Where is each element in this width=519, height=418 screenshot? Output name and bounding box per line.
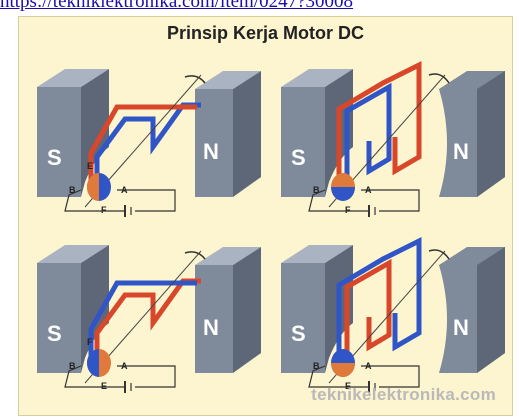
panel-1-illustration: S N E F B A	[37, 69, 261, 217]
coil-red	[336, 60, 422, 181]
rotation-arrow	[428, 249, 450, 260]
commutator-blue	[331, 187, 355, 201]
commutator-blue	[87, 349, 99, 377]
segment-top-label: F	[87, 337, 93, 347]
circuit-left	[64, 365, 125, 388]
panel-4-illustration: S N E B A	[281, 236, 505, 393]
brush-left-label: B	[69, 185, 76, 195]
magnet-n-top	[195, 71, 261, 89]
magnet-s-front	[281, 87, 325, 197]
motor-diagram: Prinsip Kerja Motor DC S N E F B A	[18, 16, 513, 416]
circuit-left	[308, 365, 369, 388]
panel-4: S N E B A	[269, 223, 509, 393]
magnet-n-side	[477, 71, 505, 197]
pole-n-label: N	[203, 139, 219, 164]
magnet-s-face	[81, 69, 109, 197]
panel-2-illustration: S N F B A	[281, 60, 505, 217]
pole-s-label: S	[291, 321, 306, 346]
circuit-left	[308, 189, 369, 212]
circuit-right	[361, 365, 420, 388]
magnet-s-top	[37, 245, 109, 263]
commutator-orange	[331, 363, 355, 377]
rotation-arrow	[184, 251, 206, 260]
magnet-s-front	[37, 263, 81, 373]
circuit-left	[64, 189, 125, 212]
rotation-arrow	[428, 73, 450, 84]
magnet-s-front	[37, 87, 81, 197]
magnet-s-face	[81, 245, 109, 373]
coil-blue	[344, 82, 392, 179]
brush-left-label: B	[313, 185, 320, 195]
pole-s-label: S	[47, 321, 62, 346]
pole-n-label: N	[453, 139, 469, 164]
watermark: teknikelektronika.com	[311, 385, 496, 404]
magnet-n-front	[195, 265, 233, 373]
magnet-s-top	[281, 69, 353, 87]
brush-left-label: B	[69, 361, 76, 371]
panel-3: S N F E B A	[25, 223, 265, 393]
pole-s-label: S	[291, 145, 306, 170]
panel-2: S N F B A	[269, 47, 509, 217]
circuit-right	[117, 189, 176, 212]
brush-left-label: B	[313, 361, 320, 371]
segment-top-label: E	[87, 161, 93, 171]
magnet-n-side	[233, 247, 261, 373]
pole-n-label: N	[453, 315, 469, 340]
magnet-n-front	[195, 89, 233, 197]
circuit-right	[117, 365, 176, 388]
panel-1: S N E F B A	[25, 47, 265, 217]
magnet-s-top	[37, 69, 109, 87]
url-link-bar: https://tekniklektronika.com/item/0247?3…	[0, 0, 519, 14]
segment-bottom-label: F	[101, 205, 107, 215]
coil-red	[88, 104, 197, 185]
segment-bottom-label: E	[345, 381, 351, 391]
pole-s-label: S	[47, 145, 62, 170]
magnet-n-top	[195, 247, 261, 265]
circuit-right	[361, 189, 420, 212]
coil-blue	[88, 280, 197, 361]
commutator-orange	[87, 173, 99, 201]
segment-bottom-label: F	[345, 205, 351, 215]
panel-3-illustration: S N F E B A	[37, 245, 261, 393]
coil-red	[344, 258, 392, 355]
url-link[interactable]: https://tekniklektronika.com/item/0247?3…	[0, 0, 354, 12]
magnet-n-side	[233, 71, 261, 197]
segment-bottom-label: E	[101, 381, 107, 391]
diagram-title: Prinsip Kerja Motor DC	[166, 23, 365, 43]
rotation-arrow	[184, 75, 206, 84]
pole-n-label: N	[203, 315, 219, 340]
magnet-s-top	[281, 245, 353, 263]
magnet-s-front	[281, 263, 325, 373]
magnet-n-side	[477, 247, 505, 373]
coil-blue	[336, 236, 422, 357]
